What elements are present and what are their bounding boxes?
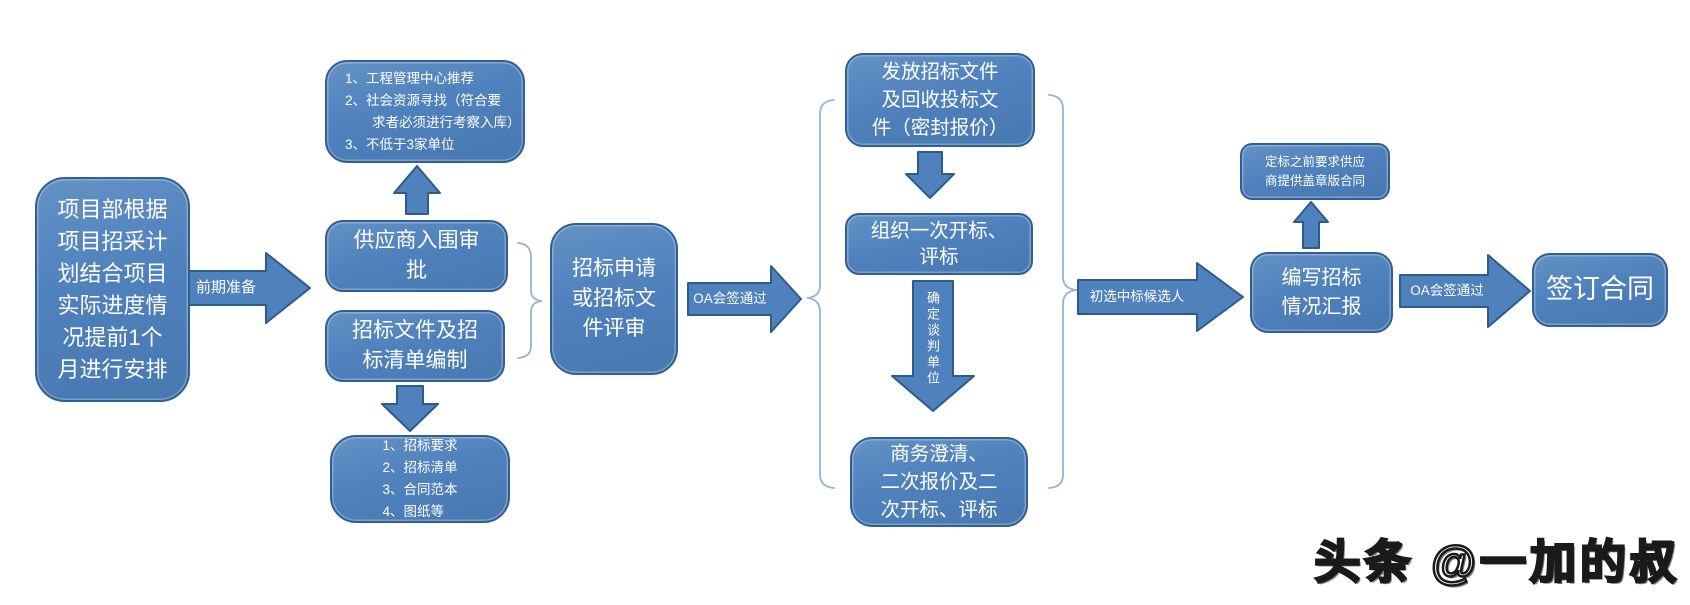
clarify-second-bid-box: 商务澄清、 二次报价及二 次开标、评标 [850, 437, 1028, 527]
candidate-arrow-label: 初选中标候选人 [1089, 289, 1185, 304]
bid-docs-list-text: 1、招标要求 2、招标清单 3、合同范本 4、图纸等 [382, 438, 458, 519]
negotiate-down-arrow [891, 280, 975, 412]
plan-box: 项目部根据 项目招采计 划结合项目 实际进度情 况提前1个 月进行安排 [35, 177, 190, 402]
prep-arrow-label: 前期准备 [195, 279, 256, 296]
report-box: 编写招标 情况汇报 [1250, 252, 1393, 333]
oa-approved-arrow-2-label: OA会签通过 [1410, 283, 1484, 298]
negotiate-arrow-label: 确定谈判单位 [925, 291, 940, 387]
approve-to-list-up-arrow [393, 165, 441, 215]
review-group-brace [517, 242, 543, 359]
bid-docs-box: 招标文件及招 标清单编制 [325, 310, 505, 382]
issue-collect-box: 发放招标文件 及回收投标文 件（密封报价） [845, 53, 1035, 147]
docs-to-list-down-arrow [381, 385, 439, 432]
supplier-source-list-text: 1、工程管理中心推荐 2、社会资源寻找（符合要 求者必须进行考察入库） 3、不低… [345, 70, 521, 152]
prep-arrow-shape [181, 252, 311, 324]
bid-stage-left-brace [806, 99, 835, 489]
issue-to-open-down-arrow [905, 151, 955, 199]
seal-contract-note-box: 定标之前要求供应 商提供盖章版合同 [1240, 143, 1390, 200]
supplier-source-list-box: 1、工程管理中心推荐 2、社会资源寻找（符合要 求者必须进行考察入库） 3、不低… [325, 60, 525, 163]
oa-approved-arrow-2-shape [1399, 254, 1531, 328]
supplier-approve-box: 供应商入围审 批 [325, 220, 508, 292]
bid-stage-right-brace [1048, 94, 1078, 489]
bid-review-box: 招标申请 或招标文 件评审 [550, 223, 678, 375]
oa-approved-arrow-1-label: OA会签通过 [693, 291, 767, 306]
first-open-bid-box: 组织一次开标、 评标 [845, 213, 1033, 275]
oa-approved-arrow-1-shape [687, 265, 802, 333]
candidate-arrow-shape [1077, 262, 1244, 332]
sign-contract-box: 签订合同 [1532, 253, 1668, 327]
bid-docs-list-box: 1、招标要求 2、招标清单 3、合同范本 4、图纸等 [330, 435, 510, 523]
watermark-text: 头条 @一加的叔 [1313, 535, 1680, 590]
report-to-seal-up-arrow [1293, 201, 1329, 249]
